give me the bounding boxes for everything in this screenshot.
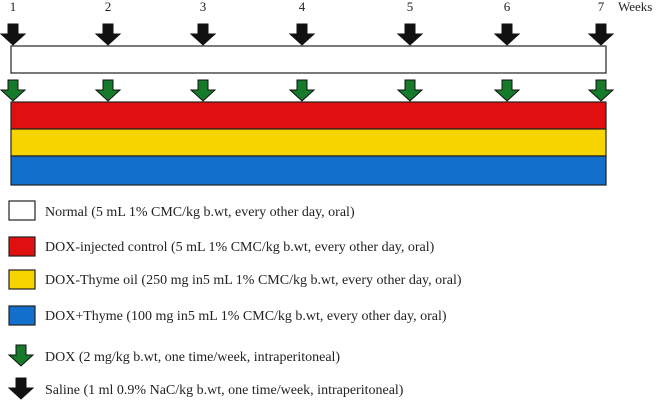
dox-arrow-week-3 [189,79,217,102]
saline-arrow-week-1 [0,23,27,46]
dox-thyme-oil-bar [10,128,607,157]
saline-arrow-week-2 [94,23,122,46]
saline-arrow-week-6 [493,23,521,46]
saline-arrow-week-3 [189,23,217,46]
dox-thyme-bar [10,155,607,186]
week-tick-3: 3 [200,0,207,14]
week-tick-6: 6 [504,0,511,14]
green-down-arrow-icon [7,344,35,367]
legend-swatch-dox-thyme [8,305,36,326]
legend-label-dox-thyme: DOX+Thyme (100 mg in5 mL 1% CMC/kg b.wt,… [45,309,447,324]
legend-swatch-dox-control [8,236,36,257]
dox-arrow-week-5 [396,79,424,102]
legend-label-dox-thyme-oil: DOX-Thyme oil (250 mg in5 mL 1% CMC/kg b… [45,273,462,288]
black-down-arrow-icon [7,377,35,400]
dox-arrow-week-7 [587,79,615,102]
legend-label-dox-arrow: DOX (2 mg/kg b.wt, one time/week, intrap… [45,350,340,365]
dox-arrow-week-1 [0,79,27,102]
legend-saline-arrow-shape [7,377,35,400]
saline-arrow-row [0,23,615,46]
dox-control-bar [10,101,607,130]
legend-dox-arrow-shape [7,344,35,367]
week-tick-2: 2 [105,0,112,14]
dox-group-bars [10,101,607,186]
legend-label-dox-control: DOX-injected control (5 mL 1% CMC/kg b.w… [45,240,435,255]
saline-arrow-week-5 [396,23,424,46]
normal-group-bar [10,45,607,74]
week-ticks: 1 2 3 4 5 6 7 Weeks [10,0,653,14]
week-tick-7: 7 [598,0,605,14]
weeks-unit-label: Weeks [618,0,652,14]
legend-swatch-dox-thyme-oil [8,269,36,290]
dox-arrow-week-4 [288,79,316,102]
legend: Normal (5 mL 1% CMC/kg b.wt, every other… [7,200,462,400]
dox-arrow-week-6 [493,79,521,102]
saline-arrow-week-4 [288,23,316,46]
legend-label-saline-arrow: Saline (1 ml 0.9% NaC/kg b.wt, one time/… [45,383,404,398]
week-tick-4: 4 [299,0,306,14]
week-tick-5: 5 [407,0,414,14]
dox-arrow-row [0,79,615,102]
legend-swatch-normal [8,200,36,221]
saline-arrow-week-7 [587,23,615,46]
dox-arrow-week-2 [94,79,122,102]
legend-label-normal: Normal (5 mL 1% CMC/kg b.wt, every other… [45,205,355,220]
week-tick-1: 1 [10,0,17,14]
